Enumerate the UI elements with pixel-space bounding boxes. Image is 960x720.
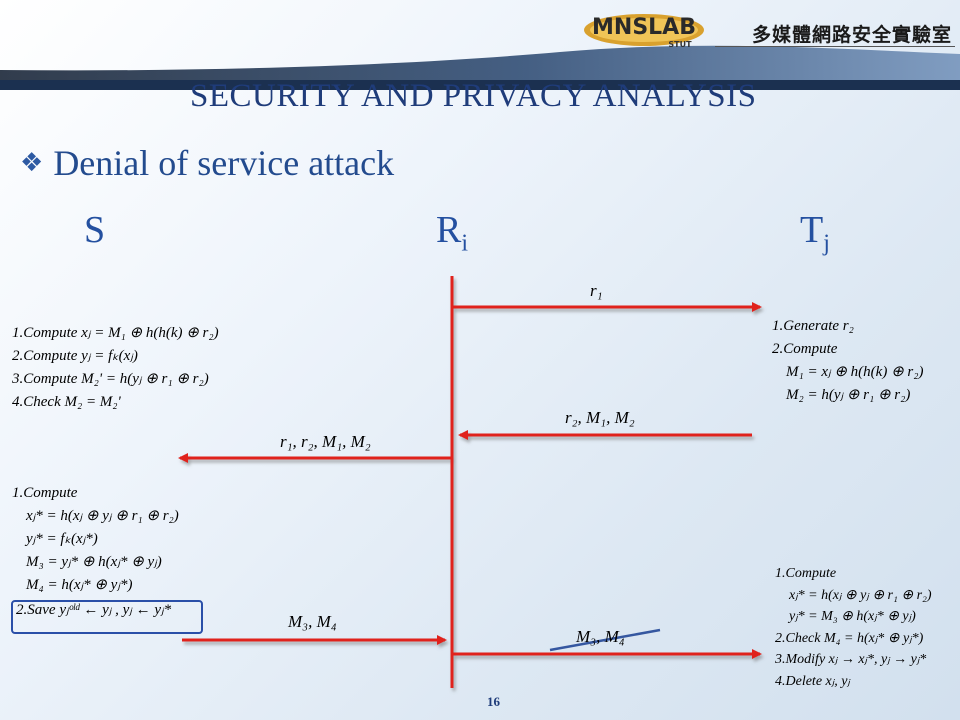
- msg-m3-m4-blocked: M₃, M₄: [576, 627, 625, 646]
- msg-r1-r2-m1-m2: r₁, r₂, M₁, M₂: [280, 432, 371, 451]
- server-step-1: 1.Compute xⱼ = M₁ ⊕ h(h(k) ⊕ r₂): [12, 325, 219, 341]
- page-number: 16: [487, 694, 500, 709]
- party-reader: Ri: [436, 208, 468, 258]
- logo-subtext: STUT: [668, 40, 692, 49]
- tag-step-1: 1.Generate r₂: [772, 318, 854, 334]
- party-reader-label: R: [436, 209, 462, 251]
- server-update-step-1b: yⱼ* = fₖ(xⱼ*): [26, 531, 98, 547]
- server-update-step-2: 2.Save yⱼᵒˡᵈ ← yⱼ , yⱼ ← yⱼ*: [16, 602, 172, 618]
- tag-step-2a: M₁ = xⱼ ⊕ h(h(k) ⊕ r₂): [786, 364, 924, 380]
- server-update-step-1d: M₄ = h(xⱼ* ⊕ yⱼ*): [26, 577, 133, 593]
- tag-update-step-2: 2.Check M₄ = h(xⱼ* ⊕ yⱼ*): [775, 630, 924, 646]
- header-banner: [0, 45, 960, 90]
- tag-update-step-1b: yⱼ* = M₃ ⊕ h(xⱼ* ⊕ yⱼ): [789, 609, 916, 624]
- server-step-4: 4.Check M₂ = M₂': [12, 394, 121, 410]
- msg-r1: r₁: [590, 281, 603, 300]
- bullet-text: Denial of service attack: [53, 143, 395, 183]
- slide-title: SECURITY AND PRIVACY ANALYSIS: [190, 78, 757, 114]
- logo-text: MNSLAB: [592, 15, 696, 40]
- server-steps-update: 1.Compute xⱼ* = h(xⱼ ⊕ yⱼ ⊕ r₁ ⊕ r₂) yⱼ*…: [12, 482, 179, 622]
- save-step-highlight-box: [11, 600, 203, 634]
- tag-step-2b: M₂ = h(yⱼ ⊕ r₁ ⊕ r₂): [786, 387, 911, 403]
- diamond-bullet-icon: ❖: [20, 148, 44, 178]
- mnslab-logo: MNSLAB STUT: [584, 14, 704, 49]
- blocked-message-strike: [549, 628, 661, 652]
- server-update-step-1a: xⱼ* = h(xⱼ ⊕ yⱼ ⊕ r₁ ⊕ r₂): [26, 508, 179, 524]
- server-step-3: 3.Compute M₂' = h(yⱼ ⊕ r₁ ⊕ r₂): [12, 371, 209, 387]
- party-tag: Tj: [800, 208, 830, 258]
- lab-underline: [715, 46, 955, 47]
- tag-step-2: 2.Compute: [772, 341, 838, 357]
- server-update-step-1c: M₃ = yⱼ* ⊕ h(xⱼ* ⊕ yⱼ): [26, 554, 162, 570]
- tag-steps-generate: 1.Generate r₂ 2.Compute M₁ = xⱼ ⊕ h(h(k)…: [772, 315, 923, 407]
- party-tag-sub: j: [823, 230, 830, 257]
- msg-m3-m4-server: M₃, M₄: [288, 612, 337, 631]
- party-server-label: S: [84, 209, 106, 251]
- party-tag-label: T: [800, 209, 824, 251]
- tag-update-step-1: 1.Compute: [775, 566, 837, 581]
- server-step-2: 2.Compute yⱼ = fₖ(xⱼ): [12, 348, 138, 364]
- lab-name: 多媒體網路安全實驗室: [751, 24, 952, 46]
- bullet-item: ❖ Denial of service attack: [20, 142, 394, 184]
- party-reader-sub: i: [461, 230, 469, 257]
- server-update-step-1: 1.Compute: [12, 485, 78, 501]
- party-server: S: [84, 208, 105, 252]
- tag-update-step-4: 4.Delete xⱼ, yⱼ: [775, 673, 850, 689]
- tag-update-step-3: 3.Modify xⱼ → xⱼ*, yⱼ → yⱼ*: [775, 652, 927, 667]
- tag-steps-update: 1.Compute xⱼ* = h(xⱼ ⊕ yⱼ ⊕ r₁ ⊕ r₂) yⱼ*…: [775, 563, 932, 692]
- server-steps-verify: 1.Compute xⱼ = M₁ ⊕ h(h(k) ⊕ r₂) 2.Compu…: [12, 322, 219, 414]
- tag-update-step-1a: xⱼ* = h(xⱼ ⊕ yⱼ ⊕ r₁ ⊕ r₂): [789, 587, 932, 603]
- msg-r2-m1-m2: r₂, M₁, M₂: [565, 408, 635, 427]
